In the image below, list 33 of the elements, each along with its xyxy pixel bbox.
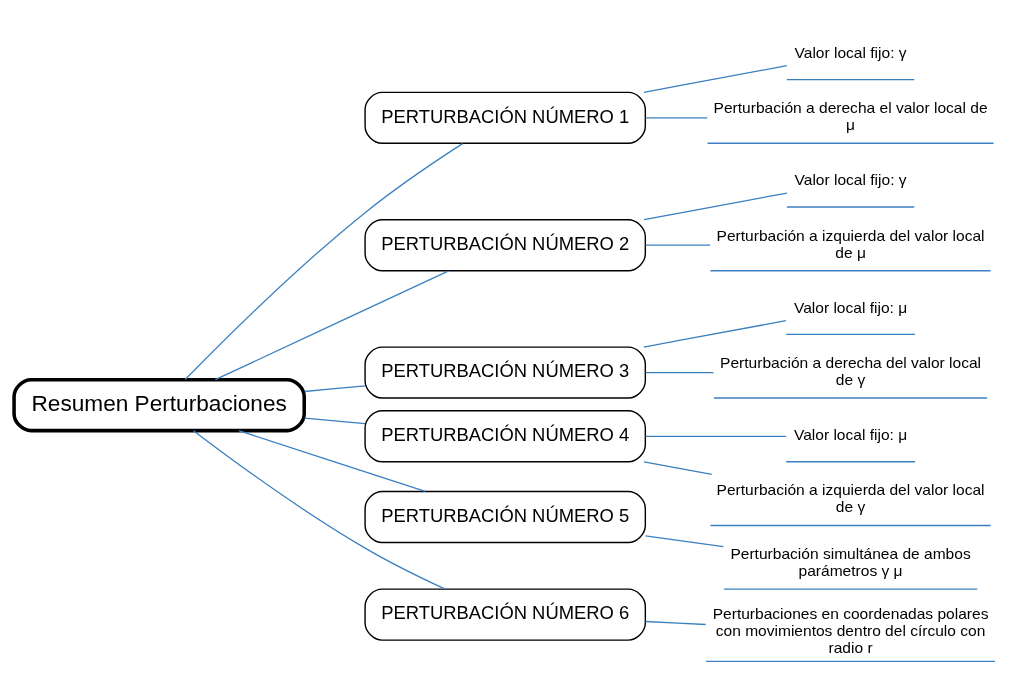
connector: [184, 143, 464, 381]
node-text: Perturbación a derecha el valor local de μ: [713, 99, 988, 134]
node-text: Perturbaciones en coordenadas polares con movimientos dentro del círculo con radio r: [712, 604, 989, 656]
connector: [644, 244, 711, 246]
connector: [644, 435, 787, 437]
connector: [644, 117, 708, 119]
connector: [643, 192, 788, 221]
node-text: Valor local fijo: γ: [794, 44, 907, 62]
node-text: Perturbación simultánea de ambos parámetros γ μ: [730, 545, 971, 580]
node-box: PERTURBACIÓN NÚMERO 3: [364, 346, 647, 399]
node-box: Resumen Perturbaciones: [12, 377, 306, 433]
node-box: PERTURBACIÓN NÚMERO 4: [364, 410, 647, 463]
node-box: PERTURBACIÓN NÚMERO 2: [364, 219, 647, 272]
node-box: PERTURBACIÓN NÚMERO 5: [364, 490, 647, 544]
connector: [643, 65, 788, 93]
node-text: Perturbación a derecha del valor local de γ: [720, 354, 982, 389]
connector: [304, 385, 366, 393]
node-text: Perturbación a izquierda del valor local de μ: [716, 226, 985, 261]
connector: [304, 417, 366, 425]
node-text: Valor local fijo: μ: [793, 298, 908, 316]
connector: [643, 320, 787, 348]
connector: [644, 535, 724, 548]
node-text: Valor local fijo: μ: [793, 426, 908, 444]
connector: [643, 461, 713, 476]
node-text: Valor local fijo: γ: [794, 171, 907, 189]
node-box: PERTURBACIÓN NÚMERO 1: [364, 91, 647, 144]
node-text: Perturbación a izquierda del valor local de γ: [716, 481, 985, 516]
connector: [238, 430, 426, 492]
connector: [644, 371, 715, 374]
connector: [214, 270, 450, 381]
connector: [192, 430, 446, 590]
node-box: PERTURBACIÓN NÚMERO 6: [364, 588, 647, 641]
connector: [644, 620, 707, 626]
